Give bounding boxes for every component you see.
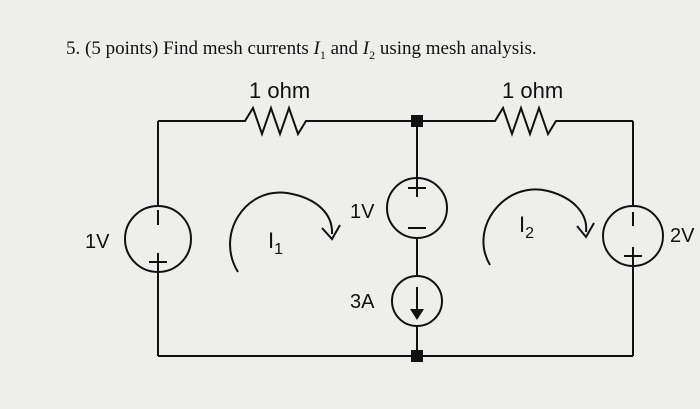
mesh1-var: I bbox=[268, 228, 274, 253]
wire-top-right-with-resistor bbox=[417, 104, 633, 138]
mesh2-label: I2 bbox=[519, 212, 534, 242]
current-var-2: I bbox=[362, 38, 370, 59]
mesh2-arrow-icon bbox=[482, 188, 588, 266]
left-voltage-source bbox=[124, 205, 192, 273]
right-source-label: 2V bbox=[670, 225, 695, 247]
right-voltage-source bbox=[602, 205, 664, 267]
mesh1-arrow-icon bbox=[229, 191, 334, 273]
mesh2-arrowhead-icon bbox=[576, 222, 595, 239]
mesh1-arrowhead-icon bbox=[321, 224, 341, 241]
current-var-1: I bbox=[313, 38, 320, 59]
mesh1-sub: 1 bbox=[274, 241, 283, 258]
current-arrowhead-icon bbox=[410, 309, 424, 320]
left-source-label: 1V bbox=[85, 231, 110, 253]
top-node bbox=[411, 115, 423, 127]
current-sub-1: 1 bbox=[319, 47, 326, 62]
mesh1-label: I1 bbox=[268, 228, 283, 258]
resistor-2-label: 1 ohm bbox=[502, 78, 563, 103]
problem-statement: 5. (5 points) Find mesh currents I1 and … bbox=[66, 38, 537, 63]
mesh2-var: I bbox=[519, 212, 525, 237]
current-sub-2: 2 bbox=[369, 47, 376, 62]
problem-suffix: using mesh analysis. bbox=[379, 38, 537, 59]
problem-prefix: (5 points) Find mesh currents bbox=[85, 38, 309, 59]
wire-top-left-with-resistor bbox=[158, 104, 417, 138]
problem-number: 5. bbox=[66, 38, 81, 59]
middle-source-label: 1V bbox=[350, 201, 375, 223]
mesh2-sub: 2 bbox=[525, 225, 534, 242]
current-source-label: 3A bbox=[350, 291, 375, 313]
bottom-node bbox=[411, 350, 423, 362]
resistor-1-label: 1 ohm bbox=[249, 78, 310, 103]
problem-conj: and bbox=[330, 38, 359, 59]
middle-voltage-source bbox=[386, 177, 448, 239]
